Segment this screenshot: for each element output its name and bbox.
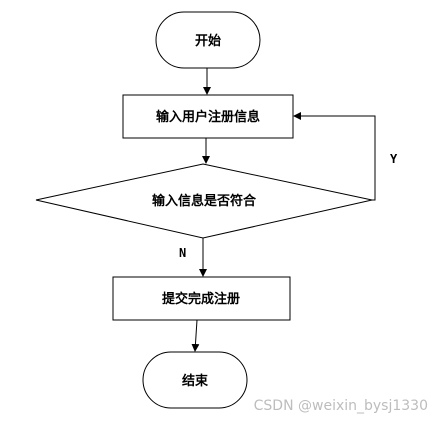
edge-yes-label: Y — [390, 152, 398, 166]
watermark: CSDN @weixin_bysj1330 — [253, 398, 428, 414]
start-node: 开始 — [155, 11, 261, 69]
input-node-label: 输入用户注册信息 — [156, 109, 260, 125]
edge-check-yes-loop — [293, 112, 376, 201]
end-node: 结束 — [142, 351, 248, 409]
edge-no-label: N — [179, 246, 186, 260]
submit-node: 提交完成注册 — [112, 276, 291, 321]
check-decision-node: 输入信息是否符合 — [35, 163, 373, 239]
edge-submit-to-end — [191, 319, 200, 352]
input-node: 输入用户注册信息 — [122, 94, 294, 139]
end-node-label: 结束 — [182, 373, 209, 389]
submit-node-label: 提交完成注册 — [162, 291, 240, 307]
start-node-label: 开始 — [195, 33, 221, 49]
check-decision-label: 输入信息是否符合 — [152, 193, 257, 209]
